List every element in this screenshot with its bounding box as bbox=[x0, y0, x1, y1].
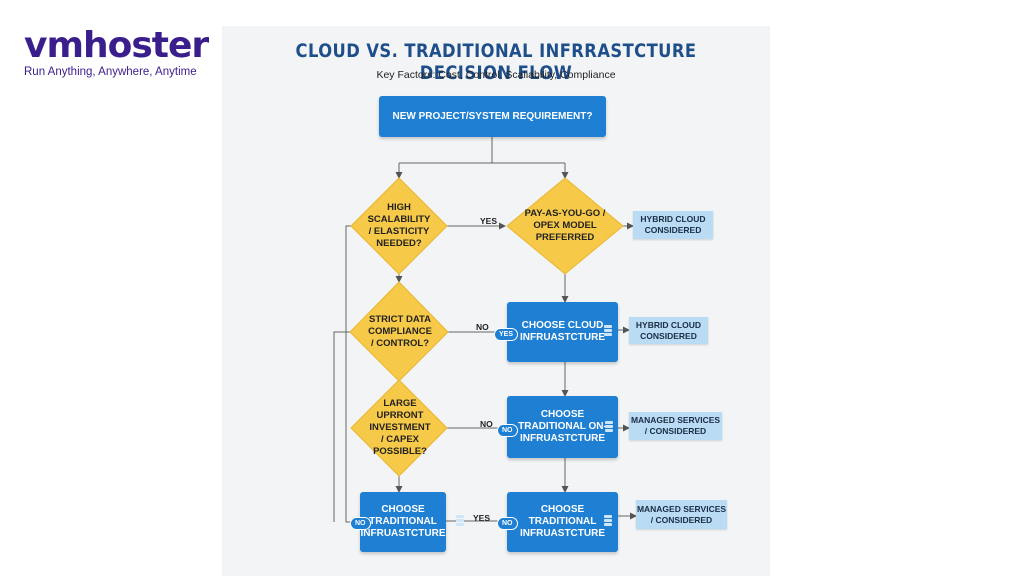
brand-logo: vmhoster Run Anything, Anywhere, Anytime bbox=[24, 25, 209, 79]
server-icon bbox=[605, 421, 613, 435]
note-managed-2: MANAGED SERVICES / CONSIDERED bbox=[636, 500, 727, 529]
server-icon bbox=[456, 515, 464, 529]
brand-name: vmhoster bbox=[24, 25, 209, 66]
process-traditional-right: CHOOSE TRADITIONAL INFRUASTCTURE bbox=[507, 492, 618, 552]
decision-scalability-label: HIGH SCALABILITY / ELASTICITY NEEDED? bbox=[367, 202, 431, 249]
process-traditional-on: CHOOSE TRADITIONAL ON-INFRUASTCTURE bbox=[507, 396, 618, 458]
edge-pill-no: NO bbox=[350, 517, 371, 530]
edge-pill-no: NO bbox=[497, 517, 518, 530]
edge-loop-outer bbox=[345, 225, 361, 526]
edge-label-yes: YES bbox=[480, 216, 498, 226]
brand-tagline: Run Anything, Anywhere, Anytime bbox=[24, 66, 197, 78]
note-managed-1: MANAGED SERVICES / CONSIDERED bbox=[629, 412, 722, 440]
note-hybrid-1: HYBRID CLOUD CONSIDERED bbox=[633, 211, 713, 239]
decision-payg-shape bbox=[506, 177, 624, 275]
start-box: NEW PROJECT/SYSTEM REQUIREMENT? bbox=[379, 96, 606, 137]
process-traditional-left: CHOOSE TRADITIONAL INFRUASTCTURE bbox=[360, 492, 446, 552]
decision-payg-label: PAY-AS-YOU-GO / OPEX MODEL PREFERRED bbox=[524, 208, 606, 243]
edge-label-no: NO bbox=[476, 322, 489, 332]
process-cloud: CHOOSE CLOUD INFRUASTCTURE bbox=[507, 302, 618, 362]
decision-investment-label: LARGE UPRRONT INVESTMENT / CAPEX POSSIBL… bbox=[369, 398, 431, 457]
diagram-subtitle: Key Factors: Cost, Control, Scaliability… bbox=[376, 69, 616, 81]
server-icon bbox=[604, 325, 612, 339]
diagram-title: CLOUD VS. TRADITIONAL INFRRASTCTURE DECI… bbox=[295, 40, 697, 84]
edge-label-yes: YES bbox=[473, 513, 491, 523]
note-hybrid-2: HYBRID CLOUD CONSIDERED bbox=[629, 317, 708, 344]
server-icon bbox=[604, 515, 612, 529]
decision-compliance-label: STRICT DATA COMPLIANCE / CONTROL? bbox=[368, 314, 432, 349]
edge-pill-yes: YES bbox=[494, 328, 519, 341]
decision-investment-shape bbox=[350, 379, 448, 477]
decision-scalability-shape bbox=[350, 177, 448, 275]
edge-label-no: NO bbox=[480, 419, 493, 429]
edge-pill-no: NO bbox=[497, 424, 518, 437]
